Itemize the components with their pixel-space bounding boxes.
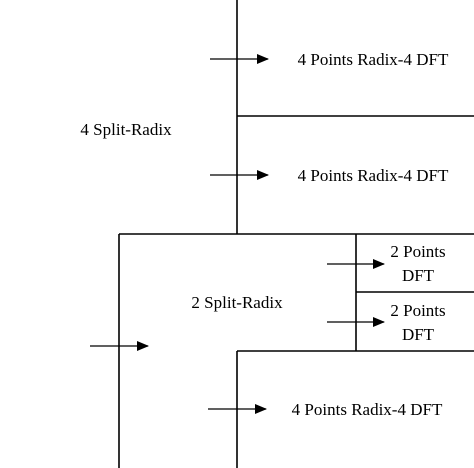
middle-block-label: 2 Split-Radix xyxy=(191,293,283,312)
two-point-label-1-line1: 2 Points xyxy=(390,242,445,261)
two-point-label-1-line2: DFT xyxy=(402,266,435,285)
bottom-dft-label: 4 Points Radix-4 DFT xyxy=(292,400,443,419)
top-block-label: 4 Split-Radix xyxy=(80,120,172,139)
two-point-label-2-line2: DFT xyxy=(402,325,435,344)
block-borders xyxy=(118,0,474,468)
arrows xyxy=(90,54,385,414)
top-dft-label-2: 4 Points Radix-4 DFT xyxy=(298,166,449,185)
two-point-label-2-line1: 2 Points xyxy=(390,301,445,320)
top-dft-label-1: 4 Points Radix-4 DFT xyxy=(298,50,449,69)
